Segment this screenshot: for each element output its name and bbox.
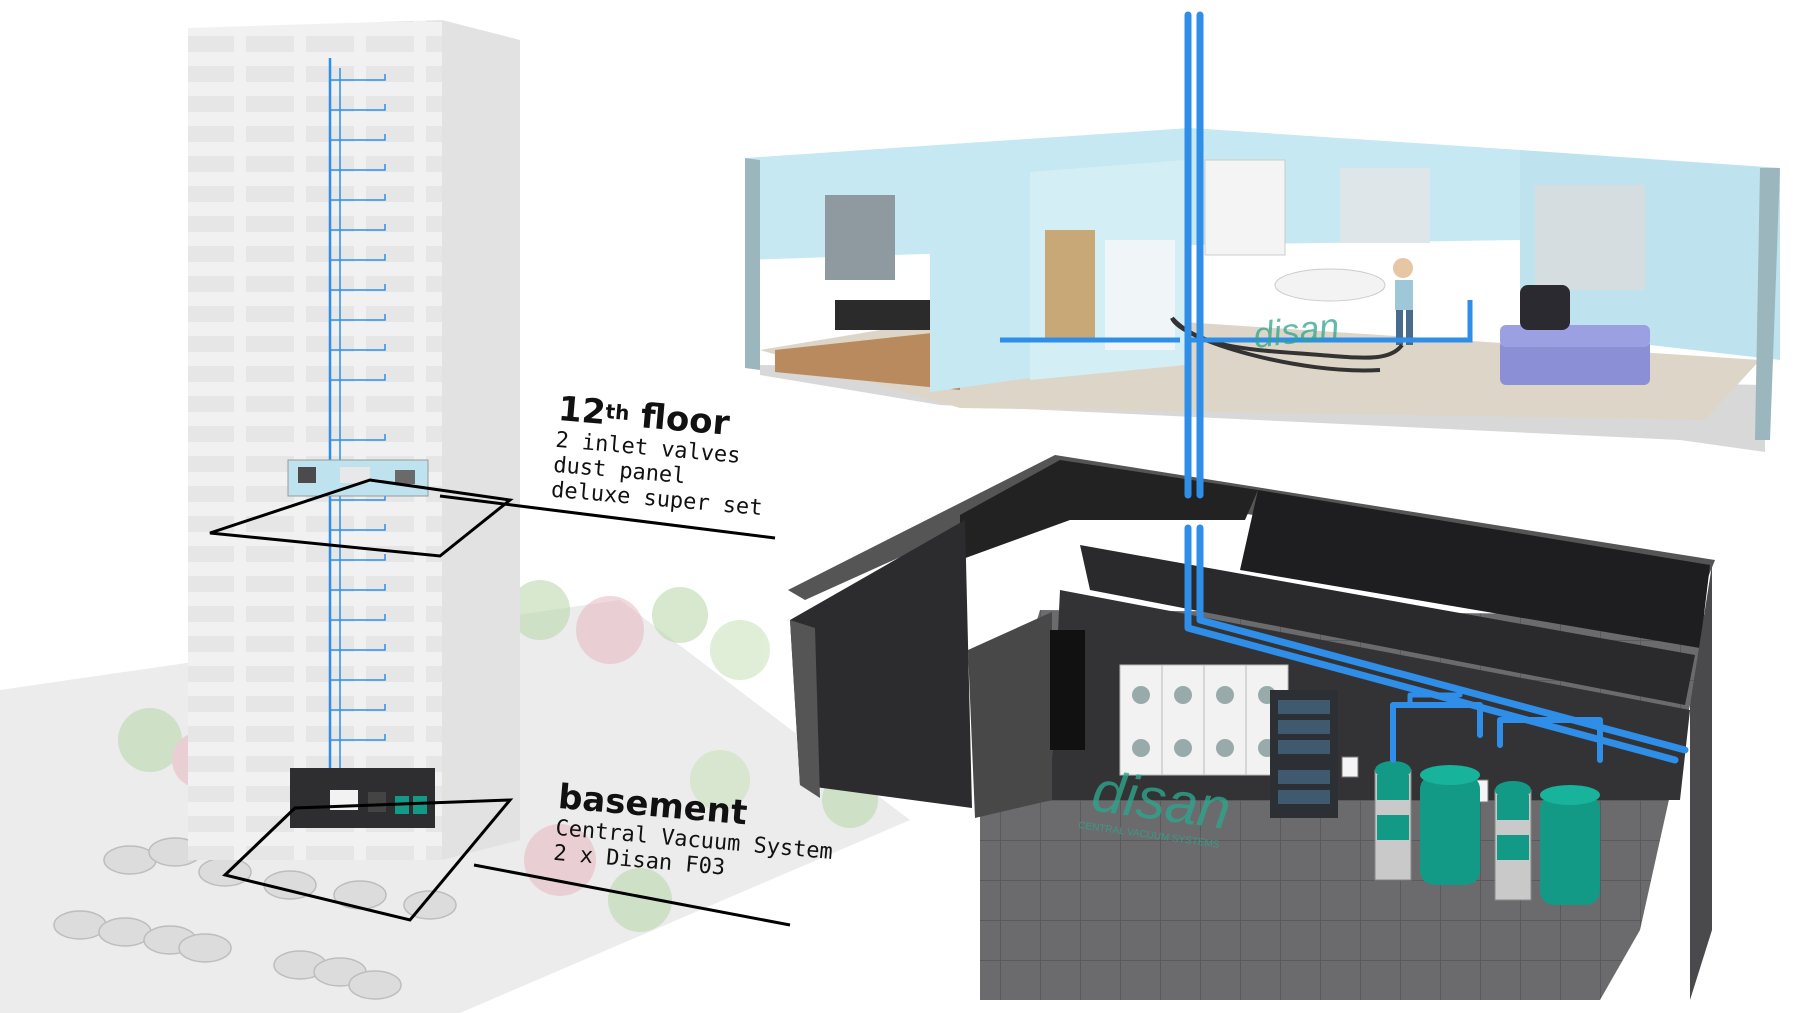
washing-machines — [1119, 664, 1289, 776]
apartment-cutaway — [745, 128, 1780, 452]
floor-leader-line — [439, 494, 776, 540]
floor-plane-outline — [209, 478, 514, 558]
vacuum-unit-2 — [1494, 781, 1600, 905]
basement-plane-outline — [221, 798, 514, 922]
apartment-pipe-branches — [1000, 300, 1473, 343]
control-panel-1 — [1341, 756, 1359, 778]
floor-branches — [330, 74, 386, 741]
tower-floor-12-highlight — [287, 459, 429, 497]
main-vacuum-pipes — [1184, 11, 1689, 764]
basement-leader-line — [473, 863, 791, 927]
server-rack — [1270, 690, 1338, 818]
tower-basement-highlight — [290, 768, 435, 828]
floor-12-callout: 12th floor 2 inlet valves dust panel del… — [550, 389, 771, 521]
vacuum-unit-1 — [1374, 761, 1480, 885]
